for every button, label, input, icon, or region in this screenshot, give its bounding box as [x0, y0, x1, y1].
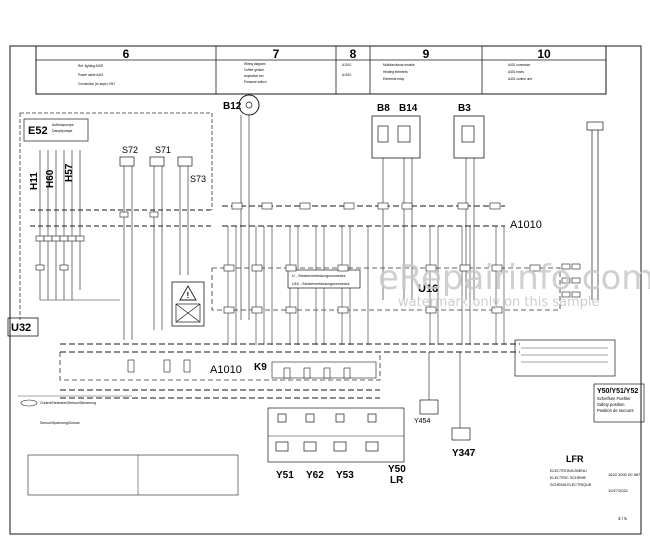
- legend-item: Sensor/Spannung/Schutz: [40, 421, 80, 425]
- watermark-site: eRepairinfo.com: [378, 258, 650, 298]
- connector-label-b: U16→Steckerverbindungsconnector: [292, 282, 351, 286]
- title-line: ELECTRONIC/MENU: [550, 469, 587, 473]
- label-s72: S72: [122, 145, 138, 155]
- label-s73: S73: [190, 174, 206, 184]
- valve-y347: Y347: [451, 352, 476, 459]
- label-b12: B12: [223, 101, 242, 112]
- hp1-bus: [60, 389, 380, 399]
- module-e52: E52 Aufheizpumpe Dampfpumpe H11 H60 H57 …: [7, 112, 213, 337]
- valve-y454: Y454: [414, 352, 439, 425]
- connector-label-box: U→Steckerverbindungsconnector U16→Stecke…: [287, 269, 361, 289]
- label-a1010-top: A1010: [510, 219, 542, 231]
- lower-module-frame: A1010 K9: [59, 352, 381, 381]
- legend: Control/Netzwerk/Sensor/Steuerung Sensor…: [18, 395, 132, 425]
- section-number-6: 6: [123, 47, 130, 61]
- section-9-note: Heating elements: [383, 70, 408, 74]
- section-number-8: 8: [350, 47, 357, 61]
- title-code: LFR: [566, 454, 584, 464]
- section-10-note: A401 control unit: [508, 77, 532, 81]
- label-e52-sub: Aufheizpumpe: [52, 123, 74, 127]
- label-y347: Y347: [452, 448, 476, 459]
- revision-date: 10/27/2021: [608, 488, 629, 493]
- label-y50-group: Y50/Y51/Y52: [597, 388, 638, 395]
- safety-position-line: Position de secours: [597, 408, 634, 413]
- section-10-note: A401 connector: [508, 63, 531, 67]
- safety-position-line: Scheifsen Fuehler: [597, 396, 631, 401]
- component-b12: B12: [223, 94, 260, 320]
- module-u16: U16: [211, 267, 561, 311]
- left-wires: [39, 150, 189, 340]
- connector-label-a: U→Steckerverbindungsconnector: [292, 274, 347, 278]
- section-number-7: 7: [273, 47, 280, 61]
- label-h57: H57: [64, 163, 75, 182]
- sensor-block: B8 B14 B3: [371, 103, 485, 300]
- label-b14: B14: [399, 103, 418, 114]
- label-b3: B3: [458, 103, 471, 114]
- title-block: LFR ELECTRONIC/MENU ELECTRIC SCHEME SCHE…: [550, 454, 641, 521]
- title-line: ELECTRIC SCHEME: [550, 476, 587, 480]
- y50-group-box: Y50/Y51/Y52 Scheifsen Fuehler Safety pos…: [593, 383, 645, 423]
- section-8-note: A1010: [342, 63, 351, 67]
- valve-symbols: [275, 413, 379, 452]
- right-probe: [586, 121, 604, 300]
- section-9-note: Elements relay: [383, 77, 404, 81]
- svg-text:!: !: [187, 291, 190, 300]
- title-line: SCHEMA ELECTRIQUE: [550, 483, 592, 487]
- label-u32: U32: [11, 322, 31, 334]
- page-number: 3 / 5: [618, 516, 627, 521]
- section-number-9: 9: [423, 47, 430, 61]
- section-7-note: Pressure switch: [244, 80, 267, 84]
- left-small-boxes: [35, 211, 159, 271]
- label-y62: Y62: [306, 470, 324, 481]
- label-y50: Y50: [388, 464, 406, 475]
- label-u16: U16: [418, 283, 438, 295]
- label-e52-sub: Dampfpumpe: [52, 129, 72, 133]
- section-10-note: A401 fuses: [508, 70, 524, 74]
- right-terminals: [561, 263, 581, 298]
- header-table: 6 7 8 9 10 Ref. lighting A20E Power cabl…: [35, 45, 607, 95]
- section-6-note: Power cable A401: [78, 73, 104, 77]
- lower-components: [127, 359, 351, 379]
- notes-table: [27, 454, 239, 496]
- label-k9: K9: [254, 362, 267, 373]
- label-s71: S71: [155, 145, 171, 155]
- label-h11: H11: [29, 172, 40, 190]
- label-h60: H60: [45, 169, 56, 188]
- section-7-note: Aspiration fan: [244, 74, 264, 78]
- u16-connectors: [223, 264, 541, 314]
- valve-frame: [267, 407, 405, 463]
- section-7-note: Wiring diagram: [244, 62, 266, 66]
- legend-item: Control/Netzwerk/Sensor/Steuerung: [40, 401, 96, 405]
- section-number-10: 10: [537, 47, 551, 61]
- left-wire-dashes: [30, 209, 212, 227]
- label-y51: Y51: [276, 470, 294, 481]
- label-b8: B8: [377, 103, 390, 114]
- label-a1010-mid: A1010: [210, 364, 242, 376]
- section-8-note: A1010: [342, 73, 351, 77]
- drawing-number: 1622 1000 00 587: [608, 472, 641, 477]
- top-bus-connectors: [231, 202, 501, 210]
- watermark-note: watermark only on this sample: [398, 295, 600, 310]
- note-box-right: [514, 339, 616, 377]
- safety-position-line: Safety position: [597, 402, 625, 407]
- section-6-note: Ref. lighting A20E: [78, 64, 103, 68]
- label-y454: Y454: [414, 418, 430, 425]
- section-9-note: Multifunctional module: [383, 63, 415, 67]
- label-e52: E52: [28, 125, 48, 137]
- warning-sign: !: [171, 281, 205, 327]
- label-y53: Y53: [336, 470, 354, 481]
- label-lr: LR: [390, 475, 404, 486]
- lower-bus: [60, 343, 520, 353]
- section-6-note: Connection (to aspir.) H57: [78, 82, 115, 86]
- section-7-note: Coffee grinder: [244, 68, 265, 72]
